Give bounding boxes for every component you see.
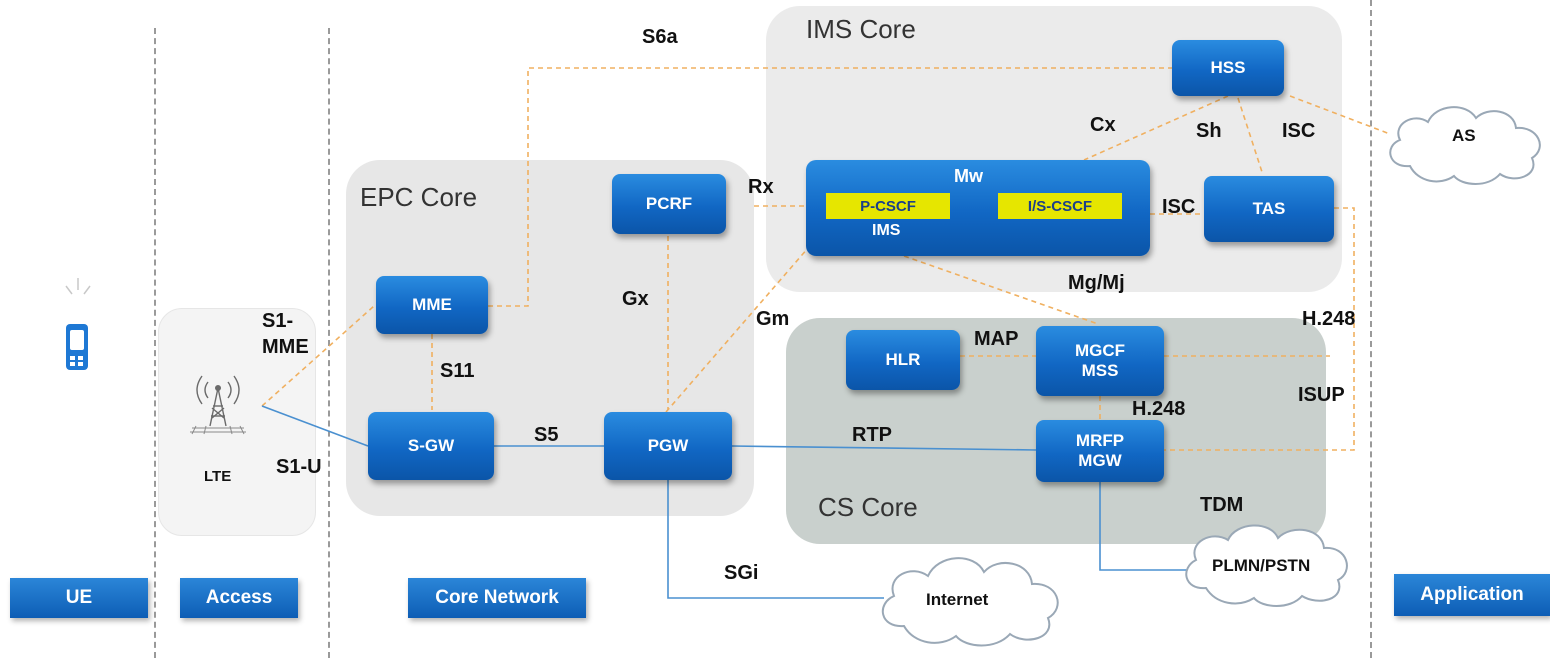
pcrf-node[interactable]: PCRF — [612, 174, 726, 234]
isc-top-label: ISC — [1282, 120, 1316, 142]
ims-label: IMS — [872, 222, 901, 239]
as-label: AS — [1452, 126, 1476, 145]
mss-label: MSS — [1081, 361, 1119, 380]
legend-access: Access — [180, 578, 298, 618]
tdm-label: TDM — [1200, 494, 1244, 516]
ue-phone-icon[interactable] — [58, 276, 98, 376]
h248-link — [1164, 207, 1355, 451]
gx-label: Gx — [622, 288, 649, 310]
access-region — [158, 308, 316, 536]
mw-label: Mw — [954, 166, 983, 186]
isc-side-label: ISC — [1162, 196, 1196, 218]
internet-cloud[interactable]: Internet — [872, 546, 1068, 650]
s5-label: S5 — [534, 424, 559, 446]
mme-label: MME — [412, 295, 452, 314]
s6a-label: S6a — [642, 26, 678, 48]
rtp-link — [731, 445, 1037, 451]
plmn-pstn-label: PLMN/PSTN — [1212, 556, 1311, 575]
pgw-label: PGW — [647, 436, 689, 455]
isup-label: ISUP — [1298, 384, 1345, 406]
mrfp-label: MRFP — [1075, 431, 1125, 450]
legend-application: Application — [1394, 574, 1550, 616]
plmn-pstn-cloud[interactable]: PLMN/PSTN — [1178, 514, 1356, 610]
s11-label: S11 — [440, 360, 475, 382]
ue-access-divider — [154, 28, 156, 658]
as-cloud-icon — [1389, 106, 1541, 185]
mgw-label: MGW — [1078, 451, 1122, 470]
cs-core-title: CS Core — [818, 492, 918, 522]
epc-core-title: EPC Core — [360, 182, 478, 212]
map-label: MAP — [974, 328, 1019, 350]
rx-label: Rx — [748, 176, 774, 198]
mrfp-mgw-node[interactable]: MRFP MGW — [1036, 420, 1164, 482]
legend-core-network: Core Network — [408, 578, 586, 618]
hlr-node[interactable]: HLR — [846, 330, 960, 390]
plmn-pstn-cloud-icon — [1185, 524, 1348, 607]
s6a-link — [488, 67, 1172, 307]
rtp-label: RTP — [852, 424, 892, 446]
sh-label: Sh — [1196, 120, 1222, 142]
h248-right-label: H.248 — [1302, 308, 1356, 330]
legend-ue: UE — [10, 578, 148, 618]
mg-mj-link — [903, 255, 1099, 325]
tas-label: TAS — [1252, 199, 1286, 218]
s1-label: S1- — [262, 310, 294, 332]
user-links — [261, 405, 1194, 599]
sgw-node[interactable]: S-GW — [368, 412, 494, 480]
signal-rays — [65, 278, 91, 295]
gm-link — [665, 217, 835, 413]
mgcf-mss-node[interactable]: MGCF MSS — [1036, 326, 1164, 396]
is-cscf-box[interactable]: I/S-CSCF — [998, 193, 1122, 219]
hss-node[interactable]: HSS — [1172, 40, 1284, 96]
p-cscf-label: P-CSCF — [860, 197, 916, 215]
s1-mme-link — [261, 305, 375, 407]
s1-mme-label: S1- MME — [262, 308, 309, 360]
s1u-label: S1-U — [276, 456, 322, 478]
h248-mid-label: H.248 — [1132, 398, 1186, 420]
sgi-link — [667, 480, 884, 599]
as-cloud[interactable]: AS — [1380, 96, 1550, 188]
mme-node[interactable]: MME — [376, 276, 488, 334]
mme-suffix-label: MME — [262, 336, 309, 358]
tas-node[interactable]: TAS — [1204, 176, 1334, 242]
hss-label: HSS — [1210, 58, 1246, 77]
ims-core-title: IMS Core — [806, 14, 916, 44]
gm-label: Gm — [756, 308, 790, 330]
s1u-link — [261, 405, 369, 447]
access-core-divider — [328, 28, 330, 658]
pcrf-label: PCRF — [645, 194, 693, 213]
tdm-link — [1099, 480, 1194, 571]
mgcf-label: MGCF — [1074, 341, 1126, 360]
internet-cloud-icon — [881, 557, 1059, 647]
sgi-label: SGi — [724, 562, 759, 584]
sgw-label: S-GW — [407, 436, 455, 455]
p-cscf-box[interactable]: P-CSCF — [826, 193, 950, 219]
lte-label: LTE — [204, 468, 232, 485]
mg-mj-label: Mg/Mj — [1068, 272, 1125, 294]
hlr-label: HLR — [885, 350, 921, 369]
pgw-node[interactable]: PGW — [604, 412, 732, 480]
core-app-divider — [1370, 0, 1372, 658]
is-cscf-label: I/S-CSCF — [1027, 197, 1093, 215]
internet-label: Internet — [926, 590, 989, 609]
sh-link — [1237, 97, 1263, 173]
cx-label: Cx — [1090, 114, 1116, 136]
lte-tower-icon[interactable] — [186, 368, 250, 442]
